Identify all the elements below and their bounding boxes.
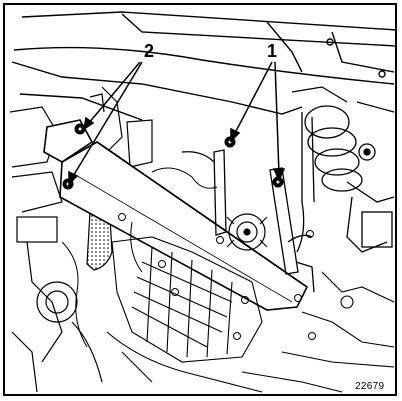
engine-block [106, 236, 263, 393]
callout-label-2: 2 [144, 41, 155, 61]
body-panel [11, 11, 395, 121]
engine-bay-drawing [9, 11, 395, 393]
leader-lines-2 [68, 61, 143, 186]
figure-frame: 2 1 22679 [3, 3, 397, 396]
pulley [226, 213, 268, 251]
leader-lines-1 [230, 61, 286, 182]
figure-reference-number: 22679 [355, 381, 385, 392]
cross-member [43, 119, 309, 311]
wiring-harness [61, 167, 218, 348]
suspension-strut [291, 86, 395, 253]
left-components [9, 86, 153, 393]
callout-label-1: 1 [267, 41, 278, 61]
right-lower-hardware [241, 271, 395, 393]
